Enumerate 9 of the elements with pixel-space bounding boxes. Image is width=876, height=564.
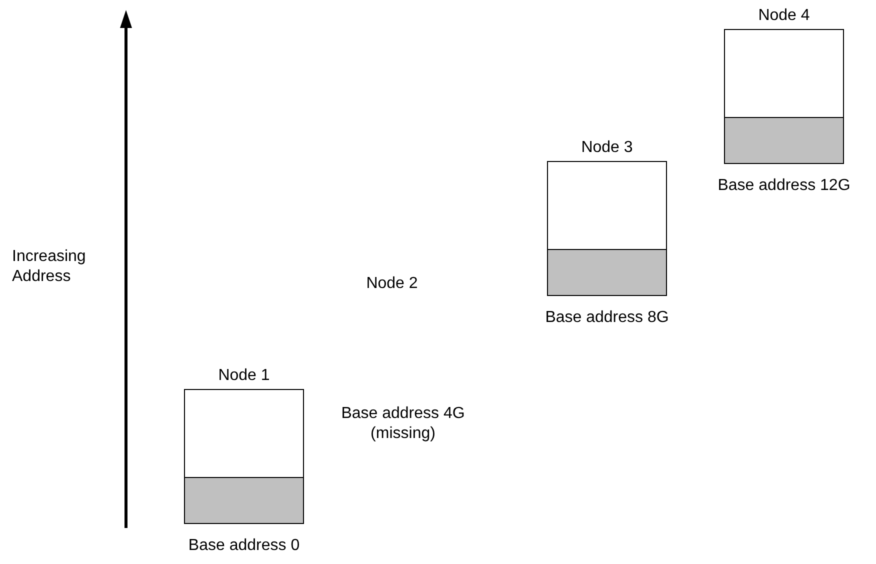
node-heading: Node 4 (758, 6, 810, 26)
base-address-caption: Base address 12G (718, 176, 850, 196)
node-heading: Node 1 (218, 366, 270, 386)
text-label: Base address 4G (missing) (340, 404, 466, 444)
base-address-caption: Base address 8G (545, 308, 669, 328)
base-address-caption: Base address 0 (188, 536, 300, 556)
node-heading: Node 3 (581, 138, 633, 158)
text-label: Increasing Address (12, 247, 87, 287)
text-label: Node 2 (365, 274, 419, 294)
